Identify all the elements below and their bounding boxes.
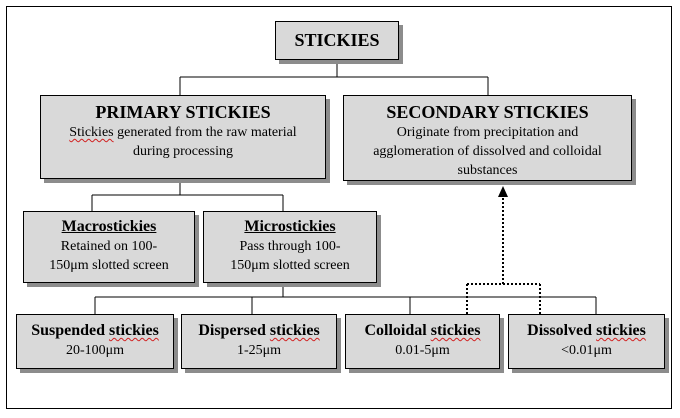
arrowhead-to-secondary xyxy=(498,186,508,197)
colloidal-range: 0.01-5μm xyxy=(395,343,450,358)
suspended-title-suffix: stickies xyxy=(109,322,159,339)
dissolved-range: <0.01μm xyxy=(561,343,612,358)
macrostickies-desc-line1: Retained on 100- xyxy=(60,239,158,254)
microstickies-title: Microstickies xyxy=(244,218,336,235)
macrostickies-desc-line2: 150μm slotted screen xyxy=(49,258,169,273)
dispersed-range: 1-25μm xyxy=(236,343,282,358)
macrostickies-box: Macrostickies Retained on 100- 150μm slo… xyxy=(23,211,195,283)
diagram-frame xyxy=(6,6,672,409)
secondary-stickies-desc-line1: Originate from precipitation and xyxy=(396,125,579,140)
suspended-stickies-box: Suspended stickies 20-100μm xyxy=(16,314,174,369)
colloidal-stickies-box: Colloidal stickies 0.01-5μm xyxy=(345,314,500,369)
dispersed-title-word: Dispersed xyxy=(198,322,266,339)
stickies-root-box: STICKIES xyxy=(275,21,399,60)
dispersed-stickies-box: Dispersed stickies 1-25μm xyxy=(181,314,337,369)
dissolved-stickies-box: Dissolved stickies <0.01μm xyxy=(508,314,665,369)
primary-stickies-desc-line1: Stickies generated from the raw material xyxy=(41,123,325,142)
colloidal-title-suffix: stickies xyxy=(430,322,481,339)
secondary-stickies-desc-line3: substances xyxy=(457,163,518,178)
primary-desc-first-word: Stickies xyxy=(69,125,114,140)
primary-stickies-desc-line2: during processing xyxy=(133,144,233,159)
microstickies-desc-line2: 150μm slotted screen xyxy=(230,258,350,273)
secondary-stickies-desc-line2: agglomeration of dissolved and colloidal xyxy=(373,144,602,159)
suspended-title-word: Suspended xyxy=(31,322,106,339)
secondary-stickies-title: SECONDARY STICKIES xyxy=(386,102,589,122)
suspended-range: 20-100μm xyxy=(65,343,125,358)
microstickies-desc-line1: Pass through 100- xyxy=(239,239,341,254)
stickies-root-title: STICKIES xyxy=(294,30,380,50)
primary-stickies-box: PRIMARY STICKIES Stickies generated from… xyxy=(40,95,326,179)
microstickies-box: Microstickies Pass through 100- 150μm sl… xyxy=(203,211,377,283)
dissolved-title-word: Dissolved xyxy=(527,322,593,339)
dispersed-title-suffix: stickies xyxy=(269,322,320,339)
colloidal-title-word: Colloidal xyxy=(364,322,427,339)
macrostickies-title: Macrostickies xyxy=(61,218,157,235)
primary-desc-rest: generated from the raw material xyxy=(117,125,297,140)
secondary-stickies-box: SECONDARY STICKIES Originate from precip… xyxy=(343,95,632,181)
primary-stickies-title: PRIMARY STICKIES xyxy=(95,102,271,122)
dissolved-title-suffix: stickies xyxy=(596,322,646,339)
